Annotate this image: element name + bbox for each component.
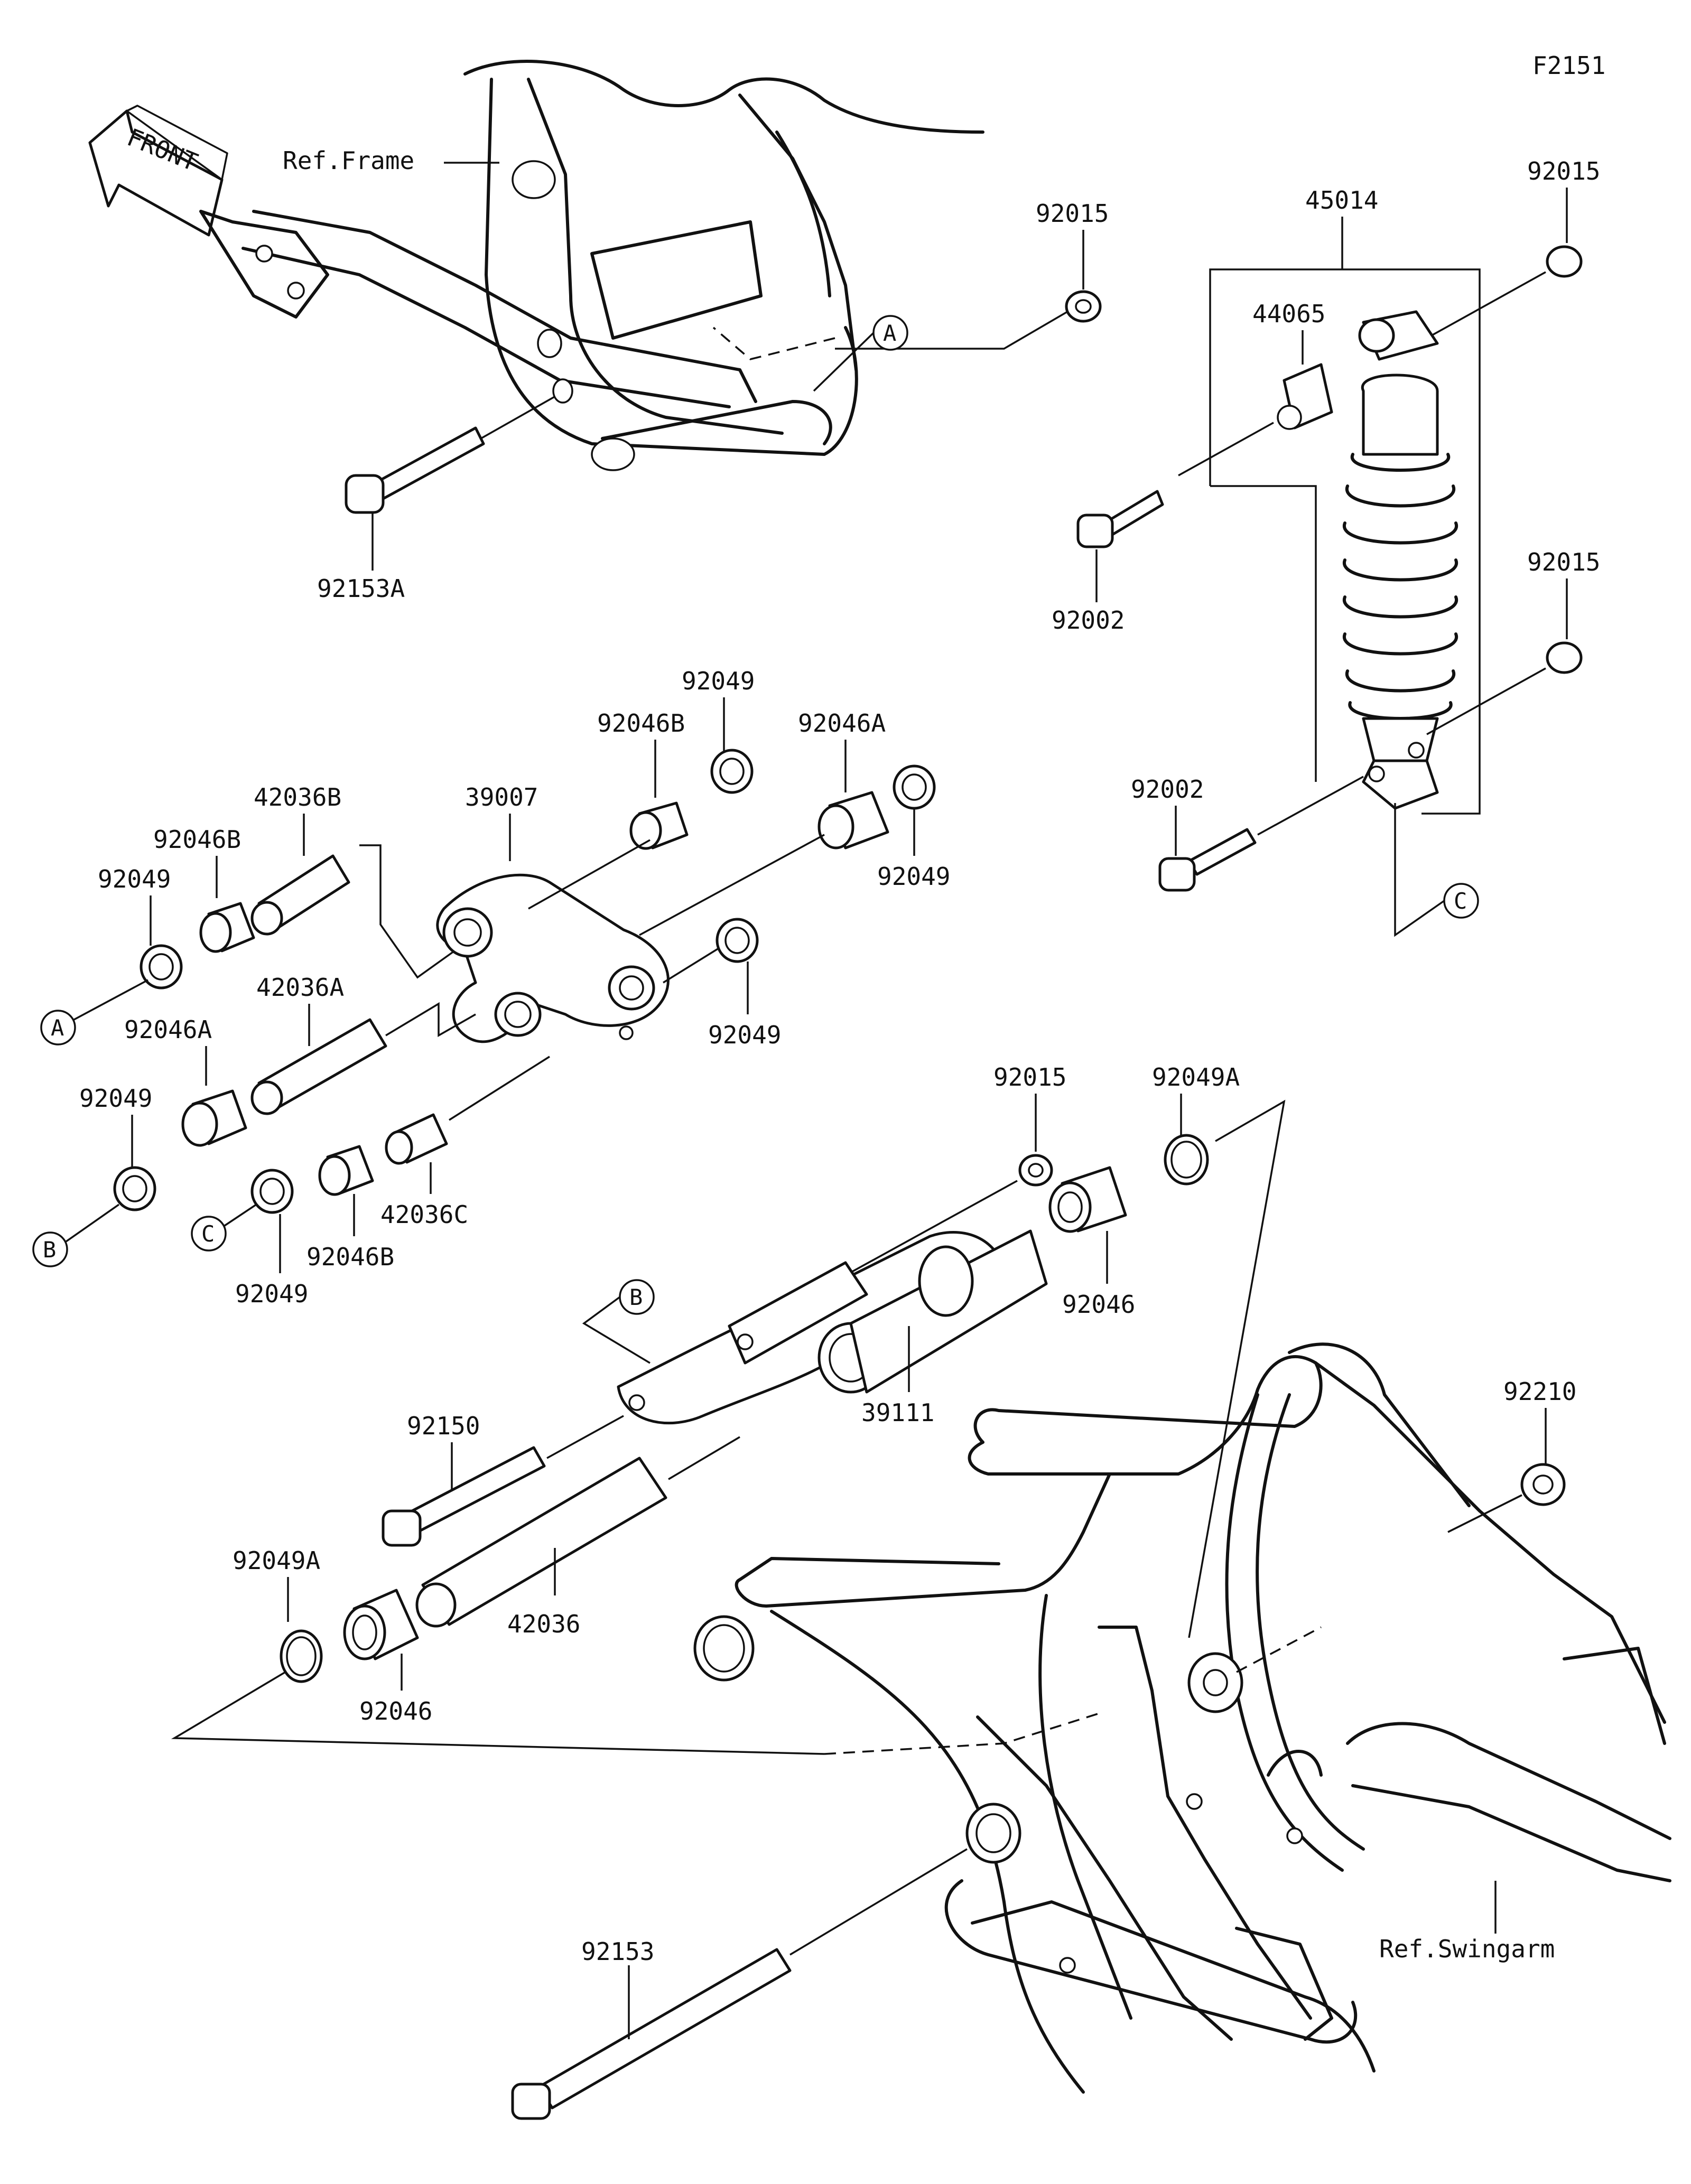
- rocker-arm-39007: [436, 873, 670, 1043]
- label-92015-top: 92015: [1036, 199, 1109, 228]
- collar-42036C: [385, 1113, 448, 1165]
- label-42036A: 42036A: [256, 973, 344, 1002]
- label-92049-c: 92049: [235, 1280, 308, 1308]
- label-92002-bottom: 92002: [1131, 775, 1204, 804]
- label-92049-a: 92049: [682, 667, 755, 695]
- label-92046A-left: 92046A: [124, 1015, 212, 1044]
- bearing-92046B-a: [629, 801, 689, 850]
- label-92153A: 92153A: [317, 574, 405, 603]
- callout-a-top: A: [883, 320, 896, 346]
- bearing-92046B-bottom: [318, 1145, 374, 1196]
- label-92210: 92210: [1503, 1377, 1576, 1406]
- label-92002-top: 92002: [1052, 606, 1125, 634]
- callout-c-left: C: [201, 1221, 215, 1247]
- label-39111: 39111: [861, 1398, 934, 1427]
- front-arrow-icon: FRONT: [88, 105, 228, 237]
- label-92046-bottom: 92046: [359, 1697, 432, 1725]
- label-42036: 42036: [507, 1610, 580, 1638]
- label-92049-right: 92049: [877, 862, 950, 891]
- label-92015-mid: 92015: [993, 1063, 1066, 1091]
- label-92049A-top: 92049A: [1152, 1063, 1240, 1091]
- label-92049-mid: 92049: [708, 1021, 781, 1049]
- bolt-92002-bottom: [1158, 828, 1257, 892]
- label-92015-right-top: 92015: [1527, 157, 1600, 185]
- label-92015-right-mid: 92015: [1527, 548, 1600, 576]
- label-92153: 92153: [581, 1937, 654, 1966]
- label-42036B: 42036B: [254, 783, 341, 811]
- bearing-92046A-a: [817, 791, 889, 850]
- label-92049A-bottom: 92049A: [233, 1546, 320, 1575]
- callout-c-right: C: [1454, 888, 1467, 914]
- collar-42036A: [250, 1018, 387, 1115]
- label-42036C: 42036C: [380, 1200, 468, 1229]
- shock-absorber: [1343, 310, 1458, 810]
- label-92049-b: 92049: [79, 1084, 152, 1113]
- label-92049-left: 92049: [98, 865, 171, 893]
- collar-42036B: [250, 854, 350, 936]
- bolt-92150: [382, 1446, 546, 1547]
- label-92046A-a: 92046A: [798, 709, 886, 738]
- axle-bolt-92153: [511, 1948, 792, 2120]
- callout-b-left: B: [43, 1237, 56, 1263]
- ref-swingarm-label: Ref.Swingarm: [1379, 1935, 1555, 1963]
- label-92046B-bottom: 92046B: [306, 1243, 394, 1271]
- collar-44065: [1277, 363, 1333, 430]
- label-92046B-a: 92046B: [597, 709, 685, 738]
- figure-code: F2151: [1532, 51, 1605, 80]
- swingarm-illustration: [693, 1342, 1671, 2094]
- ref-frame-label: Ref.Frame: [283, 146, 414, 175]
- bolt-92153A: [345, 426, 485, 514]
- sleeve-42036: [415, 1457, 667, 1628]
- label-45014: 45014: [1305, 186, 1378, 214]
- nut-92015-right-top: [1546, 245, 1583, 278]
- nut-92015-right-mid: [1546, 641, 1583, 674]
- label-92150: 92150: [407, 1412, 480, 1440]
- tie-rod-39111: [617, 1229, 1048, 1425]
- label-44065: 44065: [1252, 300, 1325, 328]
- bearing-92046-bottom: [343, 1589, 419, 1660]
- bolt-92002-top: [1076, 490, 1164, 548]
- bearing-92046A-left: [181, 1089, 247, 1147]
- label-39007: 39007: [465, 783, 538, 811]
- callout-a-left: A: [51, 1015, 64, 1041]
- label-92046B-left: 92046B: [153, 825, 241, 854]
- frame-illustration: [199, 60, 984, 471]
- callout-b-mid: B: [629, 1284, 643, 1310]
- label-92046-right: 92046: [1062, 1290, 1135, 1319]
- bearing-92046-right: [1048, 1166, 1127, 1233]
- bearing-92046B-left: [199, 902, 255, 953]
